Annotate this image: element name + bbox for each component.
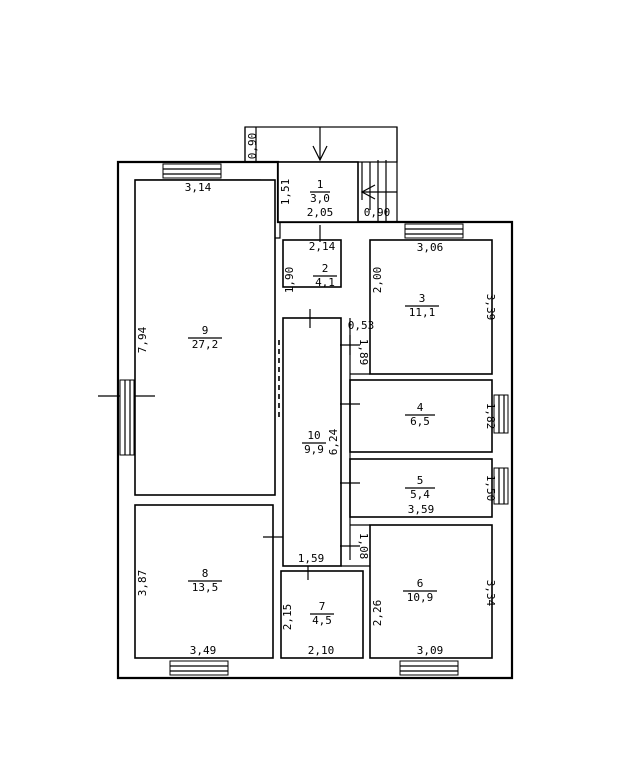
dim-r3-left: 2,00 bbox=[371, 267, 384, 294]
room-3 bbox=[369, 239, 493, 375]
room-1-number: 1 bbox=[317, 178, 324, 191]
dim-r9-width: 3,14 bbox=[185, 181, 212, 194]
dim-r3-door: 1,89 bbox=[357, 339, 370, 366]
room-labels: 1 3,0 2 4,1 3 11,1 4 6,5 5 5,4 6 10,9 7 … bbox=[188, 178, 439, 627]
dim-r5-width: 3,59 bbox=[408, 503, 435, 516]
room-6-number: 6 bbox=[417, 577, 424, 590]
room-6-area: 10,9 bbox=[407, 591, 434, 604]
room-10-number: 10 bbox=[307, 429, 320, 442]
room-10-area: 9,9 bbox=[304, 443, 324, 456]
window-room-8 bbox=[169, 660, 229, 676]
window-room-9-side bbox=[119, 379, 135, 456]
dim-r7-height: 2,15 bbox=[281, 604, 294, 631]
room-9-area: 27,2 bbox=[192, 338, 219, 351]
dim-r9-height: 7,94 bbox=[136, 326, 149, 353]
room-8-area: 13,5 bbox=[192, 581, 219, 594]
room-2-number: 2 bbox=[322, 262, 329, 275]
room-4-number: 4 bbox=[417, 401, 424, 414]
window-room-3 bbox=[404, 223, 464, 239]
room-5-area: 5,4 bbox=[410, 488, 430, 501]
dim-r8-height: 3,87 bbox=[136, 570, 149, 597]
dim-r2-width: 2,14 bbox=[309, 240, 336, 253]
dim-r2-height: 1,90 bbox=[283, 267, 296, 294]
dim-r3-small: 0,53 bbox=[348, 319, 375, 332]
dim-porch-side: 0,90 bbox=[364, 206, 391, 219]
room-10 bbox=[282, 317, 342, 567]
door-marks bbox=[98, 225, 360, 580]
room-2 bbox=[282, 239, 342, 288]
window-room-6 bbox=[399, 660, 459, 676]
room-3-area: 11,1 bbox=[409, 306, 436, 319]
room-4 bbox=[349, 379, 493, 453]
dim-r10-height: 6,24 bbox=[327, 428, 340, 455]
dim-r5-height: 1,50 bbox=[484, 475, 497, 502]
dim-r3-right: 3,39 bbox=[484, 294, 497, 321]
room-7-number: 7 bbox=[319, 600, 326, 613]
dim-r4-height: 1,82 bbox=[484, 403, 497, 430]
room-5-number: 5 bbox=[417, 474, 424, 487]
dim-r7-width: 2,10 bbox=[308, 644, 335, 657]
dim-porch-top: 0,90 bbox=[246, 133, 259, 160]
room-4-area: 6,5 bbox=[410, 415, 430, 428]
room-8-number: 8 bbox=[202, 567, 209, 580]
windows bbox=[119, 163, 509, 676]
dim-r6-right: 3,34 bbox=[484, 580, 497, 607]
dim-r8-width: 3,49 bbox=[190, 644, 217, 657]
dim-r1-width: 2,05 bbox=[307, 206, 334, 219]
room-2-area: 4,1 bbox=[315, 276, 335, 289]
window-room-9 bbox=[162, 163, 222, 179]
room-3-number: 3 bbox=[419, 292, 426, 305]
dimension-labels: 0,90 0,90 1,51 2,05 2,14 1,90 3,06 2,00 … bbox=[136, 133, 497, 657]
room-1-area: 3,0 bbox=[310, 192, 330, 205]
dim-r6-width: 3,09 bbox=[417, 644, 444, 657]
dim-r1-height: 1,51 bbox=[279, 179, 292, 206]
dim-r6-door: 1,08 bbox=[357, 533, 370, 560]
dim-r6-left: 2,26 bbox=[371, 600, 384, 627]
dim-r3-width: 3,06 bbox=[417, 241, 444, 254]
room-7-area: 4,5 bbox=[312, 614, 332, 627]
room-9-number: 9 bbox=[202, 324, 209, 337]
dim-r10-width: 1,59 bbox=[298, 552, 325, 565]
